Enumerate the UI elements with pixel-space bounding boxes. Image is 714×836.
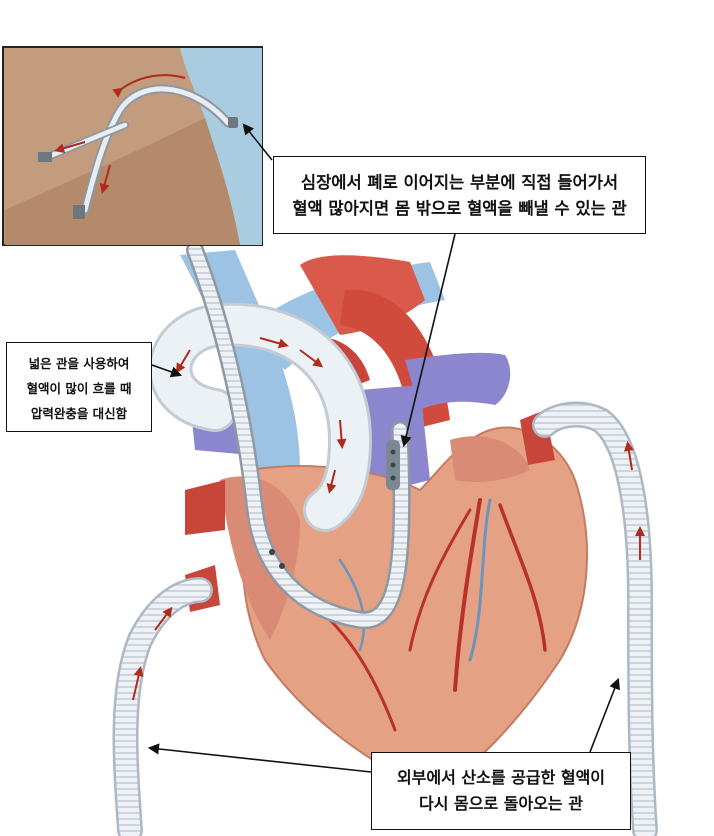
right-return-tube bbox=[532, 401, 658, 836]
label-text: 혈액 많아지면 몸 밖으로 혈액을 빼낼 수 있는 관 bbox=[292, 199, 627, 218]
label-pressure-buffer: 넓은 관을 사용하여 혈액이 많이 흐를 때 압력완충을 대신함 bbox=[6, 342, 152, 432]
drainage-cannula bbox=[186, 241, 411, 630]
label-text: 심장에서 폐로 이어지는 부분에 직접 들어가서 bbox=[300, 173, 619, 192]
coronary-vessels bbox=[328, 498, 547, 732]
leader-arrows bbox=[147, 123, 620, 773]
inset-panel bbox=[2, 46, 263, 246]
label-text: 혈액이 많이 흐를 때 bbox=[26, 381, 132, 396]
label-text: 넓은 관을 사용하여 bbox=[28, 356, 130, 371]
label-text: 다시 몸으로 돌아오는 관 bbox=[419, 794, 583, 813]
label-text: 외부에서 산소를 공급한 혈액이 bbox=[396, 768, 606, 787]
label-text: 압력완충을 대신함 bbox=[30, 406, 128, 421]
label-return-tube: 외부에서 산소를 공급한 혈액이 다시 몸으로 돌아오는 관 bbox=[371, 752, 631, 830]
label-drainage-cannula: 심장에서 폐로 이어지는 부분에 직접 들어가서 혈액 많아지면 몸 밖으로 혈… bbox=[273, 156, 646, 234]
left-return-tube bbox=[112, 577, 213, 836]
